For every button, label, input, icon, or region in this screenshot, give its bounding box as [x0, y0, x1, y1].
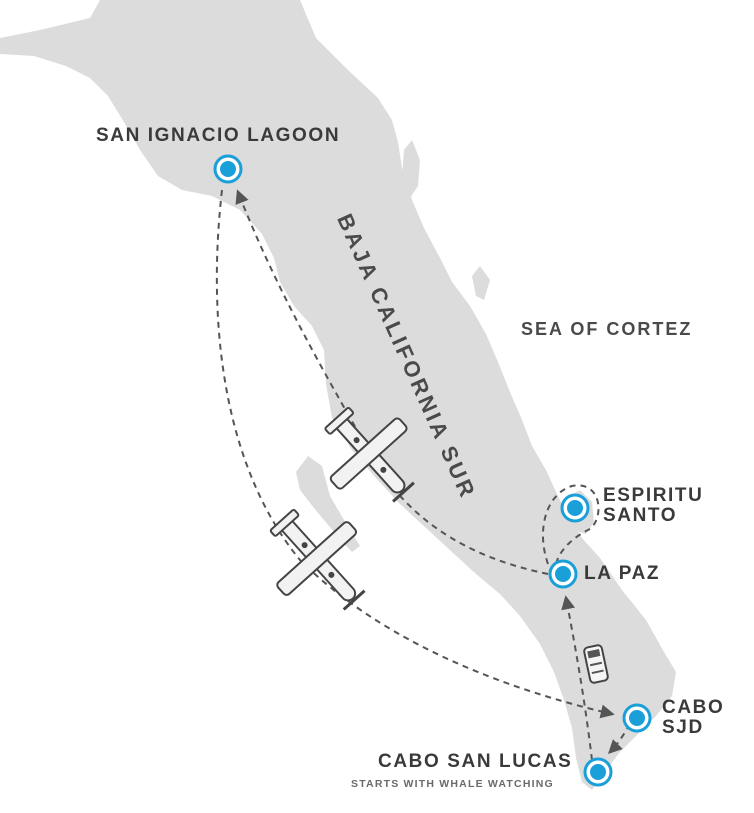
island-mid — [472, 266, 490, 300]
marker-la-paz[interactable] — [548, 559, 578, 589]
sea-label: SEA OF CORTEZ — [521, 319, 693, 339]
marker-san-ignacio-lagoon[interactable] — [213, 154, 243, 184]
marker-cabo-sjd[interactable] — [622, 703, 652, 733]
van-icon — [583, 644, 609, 684]
label-espiritu-santo: ESPIRITU SANTO — [603, 486, 703, 526]
island-north — [402, 140, 420, 198]
label-san-ignacio-lagoon: SAN IGNACIO LAGOON — [96, 125, 341, 146]
route-la-paz-espiritu-santo-loop — [541, 484, 600, 565]
label-la-paz: LA PAZ — [584, 563, 661, 584]
label-cabo-san-lucas-note: STARTS WITH WHALE WATCHING — [351, 778, 554, 790]
marker-cabo-san-lucas[interactable] — [583, 757, 613, 787]
label-espiritu-santo-line2: SANTO — [603, 504, 678, 526]
label-cabo-sjd-line1: CABO — [662, 697, 725, 718]
route-san-ignacio-to-cabo-sjd — [215, 189, 615, 719]
airplane-icon — [269, 508, 366, 611]
airplane-icon — [324, 406, 415, 503]
marker-espiritu-santo[interactable] — [560, 493, 590, 523]
label-cabo-sjd-line2: SJD — [662, 716, 704, 738]
label-espiritu-santo-line1: ESPIRITU — [603, 485, 704, 506]
label-cabo-sjd: CABO SJD — [662, 698, 724, 738]
label-cabo-san-lucas: CABO SAN LUCAS — [378, 751, 573, 772]
route-cabo-san-lucas-to-la-paz — [561, 595, 593, 761]
